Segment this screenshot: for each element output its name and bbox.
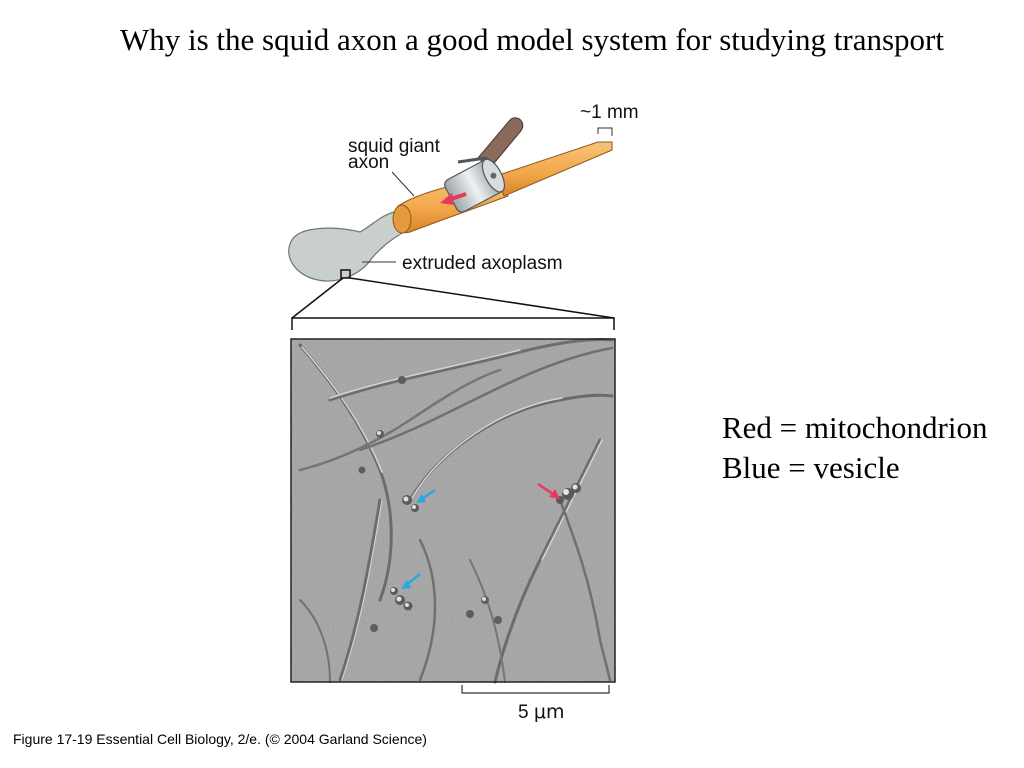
zoom-bracket [291,317,615,330]
axon-leader-line [391,171,415,197]
zoom-line-left [291,277,344,319]
vesicle-arrow-upper [416,488,436,503]
scale-bar-unit: μm [534,701,565,723]
axon-label-line1: squid giant [348,136,441,157]
scale-bracket-top [597,127,613,136]
scale-bar [461,685,610,694]
axoplasm-label: extruded axoplasm [402,253,563,274]
axon-cut-end [392,204,412,234]
scale-bar-label: 5 μm [518,701,564,723]
legend-red: Red = mitochondrion [722,410,988,445]
push-arrowhead [440,193,454,205]
zoom-line-right [349,277,615,319]
mitochondrion-arrow [537,482,560,499]
axon-label-line2: axon [348,152,389,173]
legend-blue: Blue = vesicle [722,450,900,485]
color-legend: Red = mitochondrion Blue = vesicle [722,408,987,488]
scale-top-label: ~1 mm [580,102,639,123]
slide-title: Why is the squid axon a good model syste… [120,22,944,57]
sample-region-box [340,269,351,279]
extruded-axoplasm-blob [288,209,409,282]
roller-handle [477,117,524,169]
axoplasm-micrograph [290,338,616,684]
vesicle-arrow-lower [401,573,421,589]
scale-bar-number: 5 [518,702,534,723]
flattened-axon-strip [495,141,613,197]
figure-caption: Figure 17-19 Essential Cell Biology, 2/e… [13,731,427,747]
